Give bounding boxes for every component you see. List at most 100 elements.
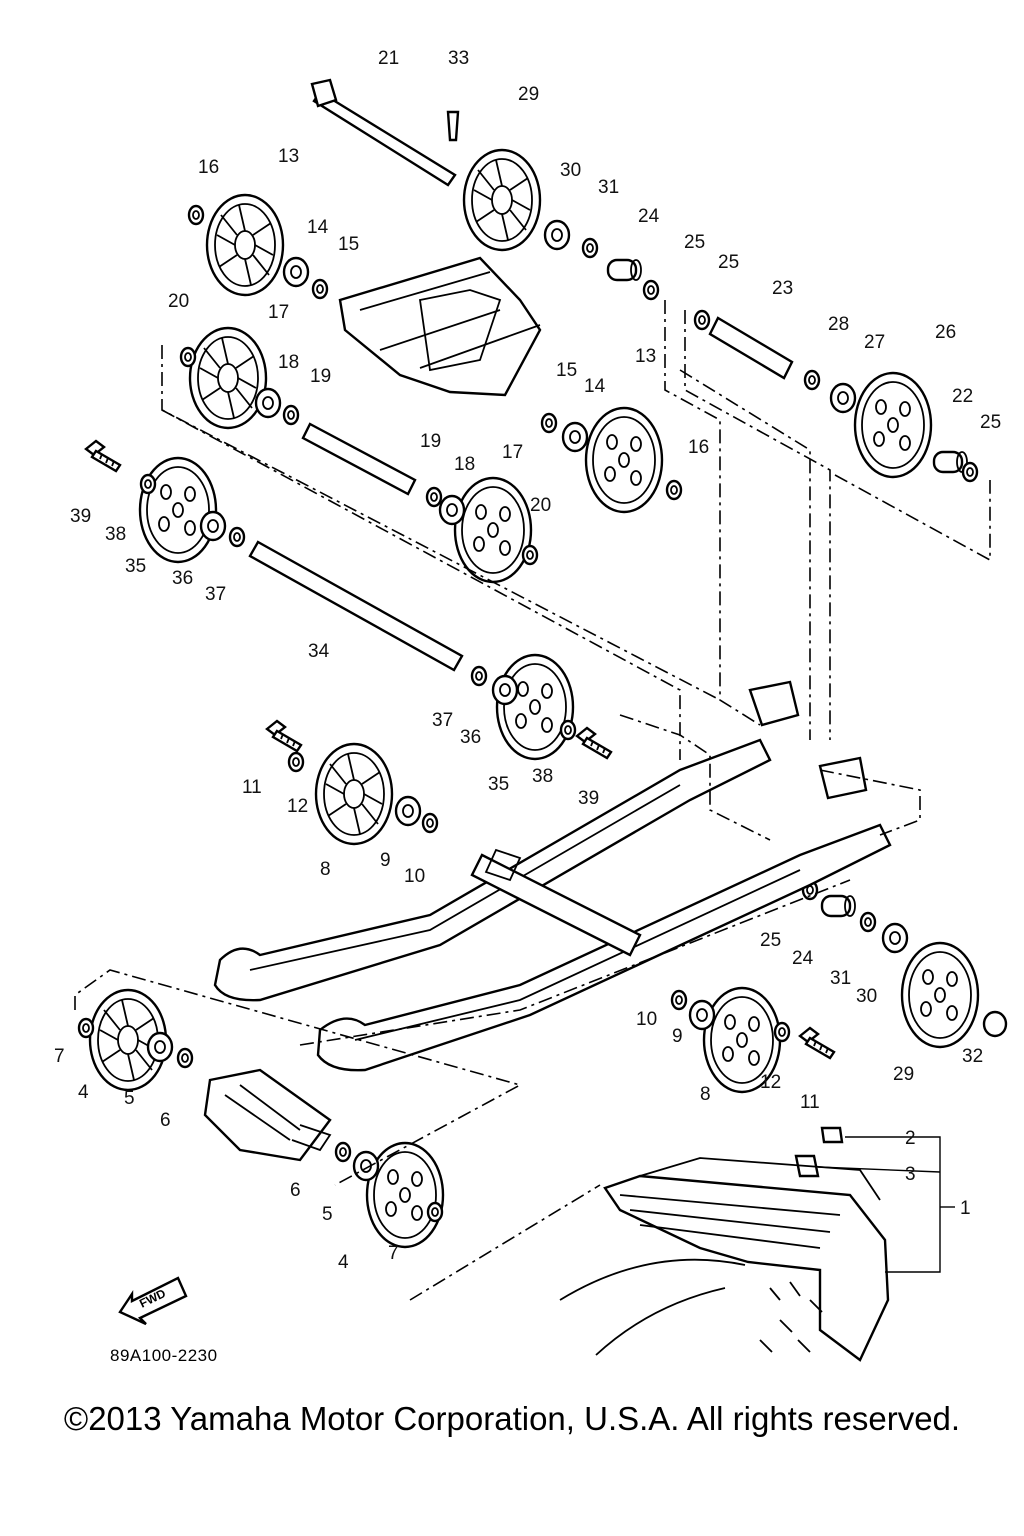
wheel-26 [853, 371, 933, 479]
bolt-39-lower [575, 726, 613, 760]
shaft-23 [708, 316, 794, 380]
callout-8: 8 [700, 1084, 711, 1105]
callout-13: 13 [278, 146, 299, 167]
slide-rail-left [213, 738, 772, 1002]
wheel-8-left [314, 742, 394, 846]
callout-8: 8 [320, 859, 331, 880]
callout-24: 24 [638, 206, 660, 227]
callout-28: 28 [828, 314, 849, 335]
callout-5: 5 [322, 1204, 333, 1225]
wheel-4-right [365, 1141, 445, 1249]
forward-arrow-icon: FWD [118, 1276, 188, 1326]
wheel-13-lower [584, 406, 664, 514]
copyright-notice: ©2013 Yamaha Motor Corporation, U.S.A. A… [63, 1400, 961, 1437]
callout-4: 4 [78, 1082, 89, 1103]
callout-36: 36 [172, 568, 193, 589]
axle-middle [301, 422, 417, 496]
pin-33 [446, 110, 460, 142]
callout-26: 26 [935, 322, 956, 343]
callout-17: 17 [268, 302, 289, 323]
wheel-29-upper [462, 148, 542, 252]
callout-35: 35 [488, 774, 509, 795]
brackets-rear [748, 680, 868, 800]
callout-7: 7 [388, 1243, 399, 1264]
callout-6: 6 [160, 1110, 171, 1131]
shaft-21 [310, 78, 457, 187]
track [559, 1157, 890, 1362]
callout-9: 9 [380, 850, 391, 871]
callout-30: 30 [560, 160, 581, 181]
callout-32: 32 [962, 1046, 983, 1067]
callout-25: 25 [684, 232, 705, 253]
callout-25: 25 [760, 930, 781, 951]
rear-crossbar [470, 848, 642, 957]
callout-27: 27 [864, 332, 885, 353]
callout-37: 37 [432, 710, 453, 731]
nut-32 [982, 1010, 1008, 1038]
callout-25: 25 [718, 252, 739, 273]
bolt-39-upper [84, 439, 122, 473]
clip-2 [820, 1126, 844, 1144]
wheel-35-right [495, 653, 575, 761]
callout-24: 24 [792, 948, 814, 969]
bolt-11-lower [798, 1026, 836, 1060]
bolt-11-upper [265, 719, 303, 753]
callout-15: 15 [556, 360, 577, 381]
callout-21: 21 [378, 48, 399, 69]
callout-15: 15 [338, 234, 359, 255]
callout-11: 11 [242, 777, 262, 798]
shaft-34 [248, 540, 464, 672]
callout-37: 37 [205, 584, 226, 605]
callout-29: 29 [518, 84, 539, 105]
wheel-13-upper [205, 193, 285, 297]
callout-31: 31 [830, 968, 851, 989]
callout-6: 6 [290, 1180, 301, 1201]
callout-16: 16 [688, 437, 709, 458]
callout-20: 20 [168, 291, 189, 312]
upper-arm [338, 256, 542, 397]
front-arm [203, 1068, 332, 1162]
callout-7: 7 [54, 1046, 65, 1067]
callout-12: 12 [287, 796, 308, 817]
callout-38: 38 [532, 766, 553, 787]
callout-33: 33 [448, 48, 469, 69]
callout-1: 1 [960, 1198, 971, 1219]
callout-25: 25 [980, 412, 1001, 433]
parts-diagram: FWD 213329161330312414152525201723282726… [54, 48, 1008, 1362]
callout-17: 17 [502, 442, 523, 463]
callout-14: 14 [307, 217, 329, 238]
callout-16: 16 [198, 157, 219, 178]
callout-20: 20 [530, 495, 551, 516]
callout-30: 30 [856, 986, 877, 1007]
callout-11: 11 [800, 1092, 820, 1113]
wheel-17-upper [188, 326, 268, 430]
slide-rail-right [316, 823, 892, 1072]
callout-19: 19 [420, 431, 441, 452]
callout-18: 18 [278, 352, 299, 373]
callout-5: 5 [124, 1088, 135, 1109]
wheel-17-lower [453, 476, 533, 584]
wheel-35-left [138, 456, 218, 564]
reference-bracket [817, 1136, 955, 1273]
callout-12: 12 [760, 1072, 781, 1093]
wheel-29-lower [900, 941, 980, 1049]
callout-29: 29 [893, 1064, 914, 1085]
callout-10: 10 [636, 1009, 657, 1030]
callout-14: 14 [584, 376, 606, 397]
callout-22: 22 [952, 386, 973, 407]
drawing-number: 89A100-2230 [110, 1346, 218, 1365]
assembly-guide-lines [74, 300, 991, 1301]
callout-36: 36 [460, 727, 481, 748]
callout-23: 23 [772, 278, 793, 299]
callout-39: 39 [70, 506, 91, 527]
callout-19: 19 [310, 366, 331, 387]
callout-38: 38 [105, 524, 126, 545]
callout-34: 34 [308, 641, 330, 662]
callout-4: 4 [338, 1252, 349, 1273]
callout-31: 31 [598, 177, 619, 198]
callout-13: 13 [635, 346, 656, 367]
callout-18: 18 [454, 454, 475, 475]
callout-35: 35 [125, 556, 146, 577]
callout-9: 9 [672, 1026, 683, 1047]
